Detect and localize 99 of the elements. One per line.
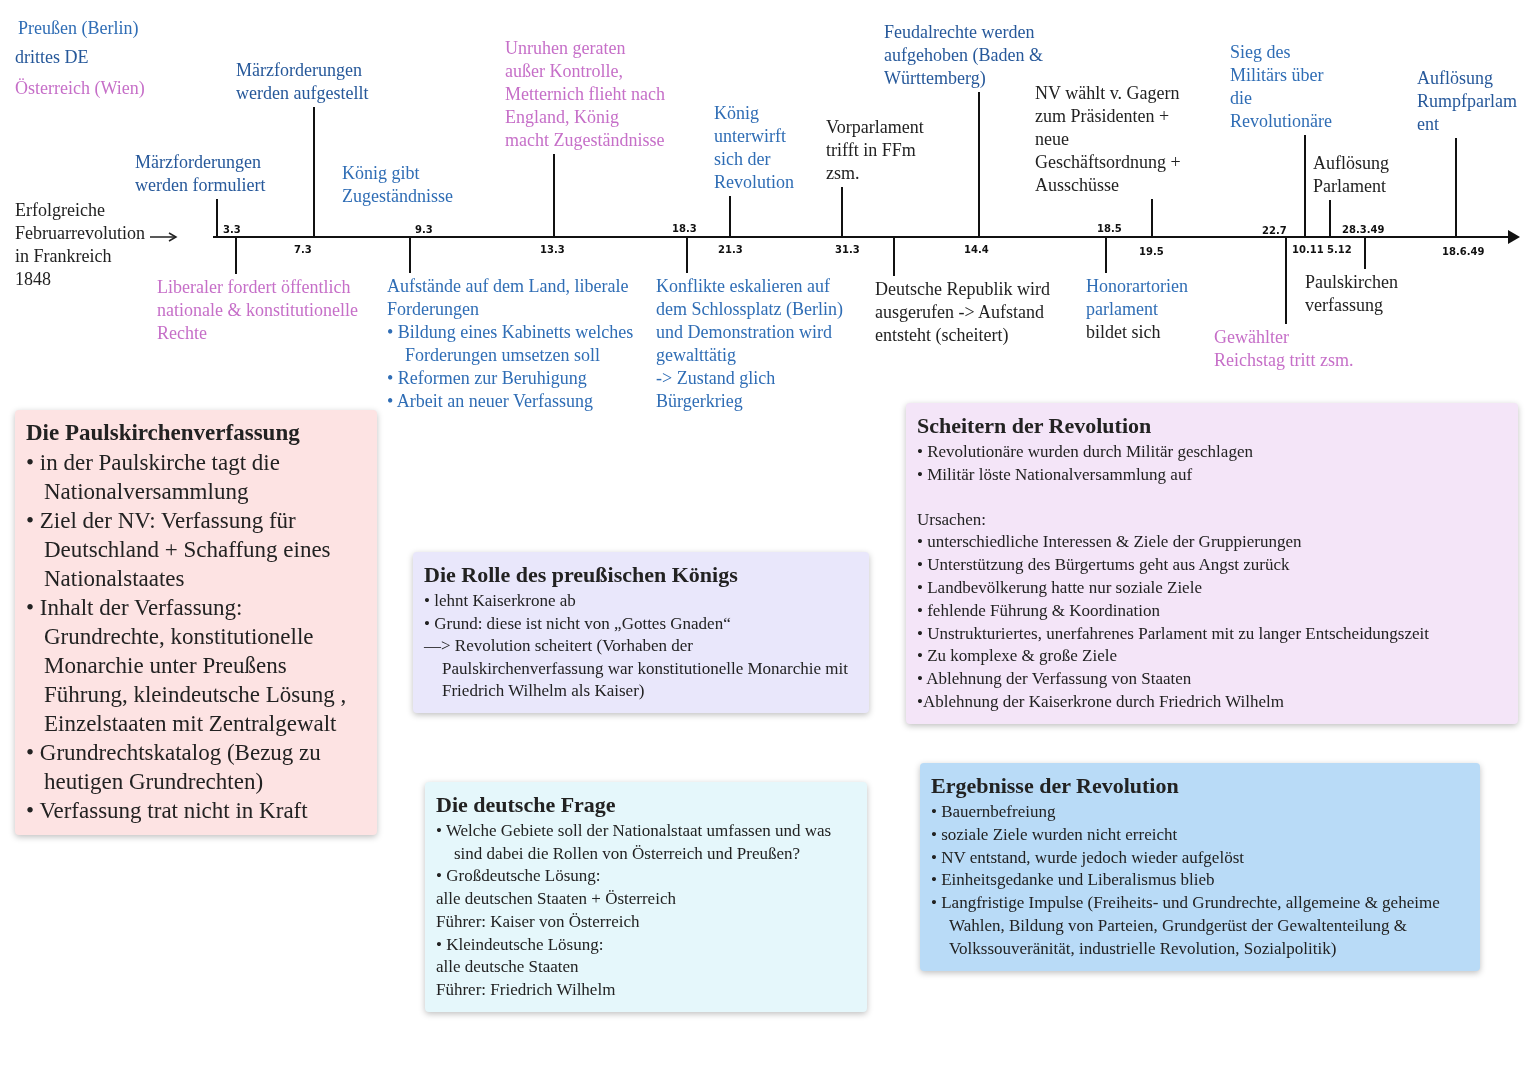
timeline-tick	[409, 236, 411, 274]
card-text: •Ablehnung der Kaiserkrone durch Friedrich Wilhelm	[917, 690, 1286, 713]
date-label: 7.3	[294, 243, 312, 257]
event-text: Liberaler fordert öffentlich nationale & konstitutionelle Rechte	[157, 276, 359, 345]
date-label: 3.3	[223, 223, 241, 237]
card-text: • lehnt Kaiserkrone ab	[424, 590, 577, 612]
card-text: • Militär löste Nationalversammlung auf	[917, 463, 1194, 486]
card-text: • Unterstützung des Bürgertums geht aus Angst zurück	[917, 554, 1291, 577]
card-text: Führer: Kaiser von Österreich	[436, 910, 641, 933]
card-text: • Kleindeutsche Lösung:	[436, 933, 605, 956]
date-label: 28.3.49	[1342, 223, 1385, 237]
timeline-tick	[1304, 134, 1306, 238]
event-text: Sieg des Militärs über die Revolutionäre	[1230, 41, 1333, 133]
card-text: • Unstrukturiertes, unerfahrenes Parlament mit zu langer Entscheidungszeit	[917, 622, 1430, 645]
date-label: 13.3	[540, 243, 565, 257]
info-card	[15, 410, 377, 835]
card-text: • Ziel der NV: Verfassung für Deutschland + Schaffung eines Nationalstaates	[26, 507, 332, 593]
date-label: 18.5	[1097, 222, 1122, 236]
date-label: 18.6.49	[1442, 245, 1485, 259]
date-label: 10.11	[1292, 243, 1324, 257]
card-text: • Verfassung trat nicht in Kraft	[26, 797, 309, 825]
card-text: • Langfristige Impulse (Freiheits- und Grundrechte, allgemeine & geheime Wahlen, Bildung von Parteien, Grundgerüst der Gewaltenteilung & Volkssouveränität, industrielle Revolution, Sozialpolitik)	[931, 892, 1441, 960]
event-text: Paulskirchen verfassung	[1305, 271, 1399, 317]
timeline-tick	[1364, 236, 1366, 270]
event-text: Aufstände auf dem Land, liberale Forderungen	[387, 275, 630, 321]
card-text: • Einheitsgedanke und Liberalismus blieb	[931, 869, 1216, 892]
date-label: 9.3	[415, 223, 433, 237]
event-text: • Reformen zur Beruhigung	[387, 367, 588, 390]
card-heading: Die Paulskirchenverfassung	[26, 419, 301, 447]
card-text: • Welche Gebiete soll der Nationalstaat umfassen und was sind dabei die Rollen von Österreich und Preußen?	[436, 820, 833, 865]
timeline-tick	[1329, 199, 1331, 238]
date-label: 31.3	[835, 243, 860, 257]
timeline-tick	[1285, 236, 1287, 325]
event-text: • Arbeit an neuer Verfassung	[387, 390, 594, 413]
card-text: —> Revolution scheitert (Vorhaben der Paulskirchenverfassung war konstitutionelle Monarchie mit Friedrich Wilhelm als Kaiser)	[424, 635, 850, 702]
card-text: • Landbevölkerung hatte nur soziale Ziele	[917, 577, 1203, 599]
card-text: Ursachen:	[917, 508, 987, 531]
event-text: Honorartorien parlament	[1086, 275, 1189, 321]
timeline-tick	[235, 236, 237, 275]
info-card	[906, 403, 1518, 724]
card-heading: Ergebnisse der Revolution	[931, 772, 1180, 800]
timeline-tick	[978, 91, 980, 238]
event-text: Erfolgreiche Februarrevolution in Frankreich 1848	[15, 199, 146, 291]
timeline-tick	[729, 195, 731, 238]
event-text: Märzforderungen werden formuliert	[135, 151, 267, 197]
card-heading: Scheitern der Revolution	[917, 412, 1153, 440]
card-heading: Die deutsche Frage	[436, 791, 617, 819]
timeline-tick	[313, 106, 315, 238]
card-text: • unterschiedliche Interessen & Ziele der Gruppierungen	[917, 531, 1303, 554]
card-text: • Grund: diese ist nicht von „Gottes Gnaden“	[424, 612, 732, 635]
info-card	[413, 552, 869, 713]
event-text: -> Zustand glich Bürgerkrieg	[656, 367, 777, 413]
card-heading: Die Rolle des preußischen Königs	[424, 561, 739, 589]
event-text: Auflösung Parlament	[1313, 152, 1390, 198]
timeline-tick	[1151, 198, 1153, 238]
timeline-tick	[1105, 236, 1107, 274]
event-text: Gewählter Reichstag tritt zsm.	[1214, 326, 1354, 372]
card-text: alle deutschen Staaten + Österreich	[436, 888, 677, 911]
event-text: NV wählt v. Gagern zum Präsidenten + neue Geschäftsordnung + Ausschüsse	[1035, 82, 1182, 197]
event-text: Unruhen geraten außer Kontrolle, Metternich flieht nach England, König macht Zugeständnisse	[505, 37, 665, 152]
event-text: Auflösung Rumpfparlament	[1417, 67, 1517, 136]
info-card	[425, 782, 867, 1012]
timeline-tick	[841, 186, 843, 238]
card-text: • in der Paulskirche tagt die Nationalversammlung	[26, 449, 281, 506]
card-text: • Großdeutsche Lösung:	[436, 865, 602, 888]
date-label: 14.4	[964, 243, 989, 257]
date-label: 22.7	[1262, 224, 1287, 238]
info-card	[920, 763, 1480, 971]
card-text: alle deutsche Staaten	[436, 956, 580, 979]
timeline-tick	[686, 236, 688, 274]
date-label: 19.5	[1139, 245, 1164, 259]
event-text: König unterwirft sich der Revolution	[714, 102, 795, 194]
card-text: • Revolutionäre wurden durch Militär geschlagen	[917, 441, 1254, 463]
timeline-tick	[1455, 137, 1457, 238]
event-text: Konflikte eskalieren auf dem Schlossplatz (Berlin) und Demonstration wird gewalttätig	[656, 275, 844, 367]
event-text: • Bildung eines Kabinetts welches Forderungen umsetzen soll	[387, 321, 635, 367]
card-text: • Zu komplexe & große Ziele	[917, 645, 1118, 668]
timeline-tick	[216, 198, 218, 238]
timeline-tick	[553, 153, 555, 238]
card-text: • Grundrechtskatalog (Bezug zu heutigen Grundrechten)	[26, 739, 322, 796]
card-text: • Bauernbefreiung	[931, 801, 1057, 823]
date-label: 18.3	[672, 222, 697, 236]
card-text: • Inhalt der Verfassung: Grundrechte, konstitutionelle Monarchie unter Preußens Führung, kleindeutsche Lösung , Einzelstaaten mit Zentralgewalt	[26, 594, 348, 738]
event-text: Vorparlament trifft in FFm zsm.	[826, 116, 925, 185]
card-text: • Ablehnung der Verfassung von Staaten	[917, 668, 1193, 691]
region-label: drittes DE	[15, 46, 89, 69]
date-label: 5.12	[1327, 243, 1352, 257]
card-text: Führer: Friedrich Wilhelm	[436, 978, 617, 1001]
card-text: • fehlende Führung & Koordination	[917, 599, 1161, 622]
card-text: • soziale Ziele wurden nicht erreicht	[931, 823, 1179, 846]
event-text: Märzforderungen werden aufgestellt	[236, 59, 370, 105]
timeline-tick	[893, 236, 895, 277]
card-text: • NV entstand, wurde jedoch wieder aufgelöst	[931, 846, 1245, 869]
event-text: Deutsche Republik wird ausgerufen -> Aufstand entsteht (scheitert)	[875, 278, 1051, 347]
date-label: 21.3	[718, 243, 743, 257]
region-label: Preußen (Berlin)	[18, 17, 139, 40]
arrow	[149, 232, 177, 242]
region-label: Österreich (Wien)	[15, 77, 145, 100]
event-text: König gibt Zugeständnisse	[342, 162, 454, 208]
